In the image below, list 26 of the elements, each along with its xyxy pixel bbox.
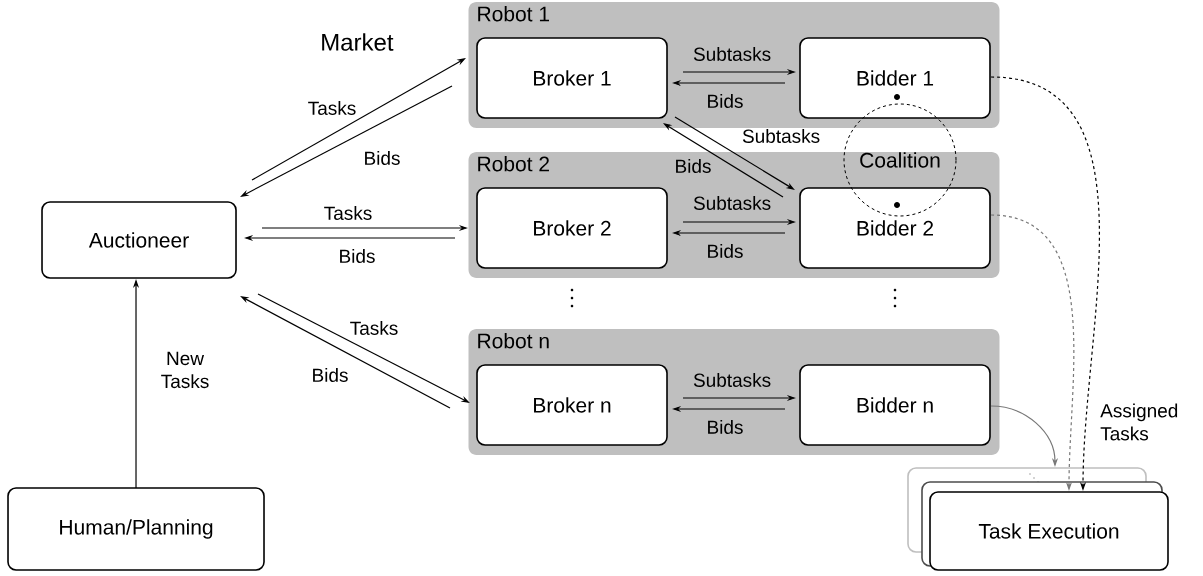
edge-label: Subtasks (693, 47, 771, 61)
edge-label: Subtasks (742, 129, 820, 143)
process-box: Bidder n (799, 364, 991, 446)
edge-label: Bids (708, 420, 743, 434)
edge-label: Bids (708, 244, 743, 258)
process-box: Bidder 1 (799, 37, 991, 119)
edge-label: Bids (365, 151, 400, 165)
edge-label: Bids (313, 368, 348, 382)
edge-label: Bids (708, 94, 743, 108)
process-box: Broker 1 (476, 37, 668, 119)
process-box: Broker n (476, 364, 668, 446)
process-box: Human/Planning (7, 487, 265, 571)
note-label: Assigned Tasks (1100, 403, 1178, 441)
edge-label: Bids (340, 249, 375, 263)
edge-label: Tasks (324, 206, 372, 220)
edge-label: Bids (676, 159, 711, 173)
section-label: Market (322, 33, 394, 51)
edge-label: Subtasks (693, 196, 771, 210)
edge-label: Tasks (308, 101, 356, 115)
task-stack: Task Execution (907, 467, 1169, 571)
edge-label: New Tasks (161, 351, 209, 389)
process-box: Broker 2 (476, 187, 668, 269)
edge-label: Tasks (350, 321, 398, 335)
process-box: Bidder 2 (799, 187, 991, 269)
process-box: Auctioneer (41, 201, 237, 279)
edge-label: Subtasks (693, 373, 771, 387)
